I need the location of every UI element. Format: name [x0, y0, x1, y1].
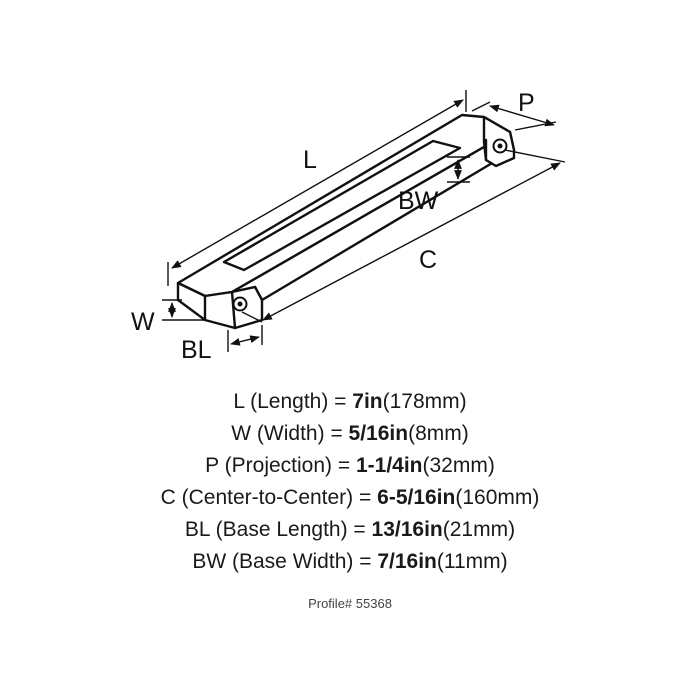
spec-list: L (Length) = 7in(178mm) W (Width) = 5/16…: [0, 386, 700, 578]
spec-eq: =: [330, 422, 343, 445]
spec-code: C: [160, 486, 176, 509]
spec-row-center-to-center: C (Center-to-Center) = 6-5/16in(160mm): [0, 482, 700, 514]
spec-code: W: [231, 422, 252, 445]
label-P: P: [518, 89, 535, 117]
spec-row-width: W (Width) = 5/16in(8mm): [0, 418, 700, 450]
spec-row-projection: P (Projection) = 1-1/4in(32mm): [0, 450, 700, 482]
spec-metric: (32mm): [422, 454, 495, 477]
spec-name: (Width): [256, 422, 325, 445]
spec-eq: =: [359, 550, 372, 573]
label-BL: BL: [181, 336, 212, 364]
spec-metric: (21mm): [442, 518, 516, 541]
spec-value: 1-1/4in: [355, 454, 423, 477]
profile-number: Profile# 55368: [308, 596, 392, 611]
spec-row-length: L (Length) = 7in(178mm): [0, 386, 700, 418]
spec-name: (Projection): [224, 454, 333, 477]
spec-eq: =: [359, 486, 372, 509]
screw-hole-left: [232, 296, 248, 312]
label-W: W: [131, 308, 155, 336]
spec-metric: (178mm): [382, 390, 467, 413]
screw-hole-right: [492, 138, 508, 154]
spec-metric: (8mm): [408, 422, 469, 445]
spec-name: (Center-to-Center): [181, 486, 354, 509]
spec-value: 7/16in: [377, 550, 437, 573]
spec-name: (Base Width): [232, 550, 354, 573]
handle-drawing: [176, 113, 516, 330]
spec-eq: =: [334, 390, 347, 413]
handle-dimension-diagram: L P BW C W BL: [131, 89, 566, 364]
spec-eq: =: [337, 454, 351, 477]
label-BW: BW: [398, 187, 439, 215]
spec-code: BL: [184, 518, 210, 541]
spec-row-base-width: BW (Base Width) = 7/16in(11mm): [0, 546, 700, 578]
spec-row-base-length: BL (Base Length) = 13/16in(21mm): [0, 514, 700, 546]
spec-name: (Length): [250, 390, 329, 413]
spec-eq: =: [353, 518, 366, 541]
spec-code: BW: [192, 550, 227, 573]
dimension-line-C: [262, 162, 561, 321]
spec-value: 6-5/16in: [377, 486, 456, 509]
spec-metric: (11mm): [436, 550, 508, 573]
dimension-line-BL: [230, 335, 260, 346]
label-C: C: [419, 246, 437, 274]
spec-value: 13/16in: [371, 518, 443, 541]
spec-code: L: [233, 390, 245, 413]
label-L: L: [303, 146, 317, 174]
spec-value: 7in: [352, 390, 383, 413]
spec-metric: (160mm): [455, 486, 540, 509]
spec-name: (Base Length): [215, 518, 348, 541]
dimension-line-P: [489, 104, 555, 127]
spec-code: P: [205, 454, 219, 477]
spec-value: 5/16in: [348, 422, 409, 445]
dimension-lines: [162, 90, 566, 352]
